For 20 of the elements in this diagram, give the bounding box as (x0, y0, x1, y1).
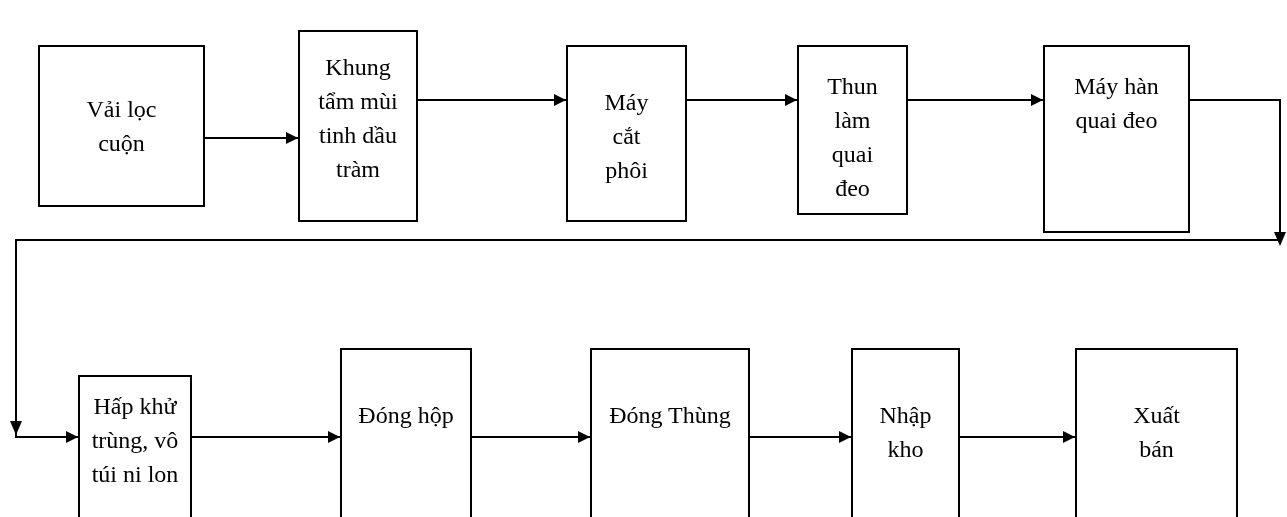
step-label: Máy hàn quai đeo (1073, 72, 1160, 135)
step-label: Khung tẩm mùi tinh dầu tràm (317, 53, 399, 184)
process-box (566, 45, 687, 222)
step-label: Xuất bán (1132, 401, 1181, 464)
process-box (851, 348, 960, 517)
process-box (340, 348, 472, 517)
step-label: Máy cắt phôi (603, 88, 650, 185)
process-box (298, 30, 418, 222)
step-label: Hấp khử trùng, vô túi ni lon (90, 392, 180, 489)
process-box (797, 45, 908, 215)
step-label: Nhập kho (878, 401, 933, 464)
step-label: Đóng Thùng (608, 401, 732, 430)
step-label: Vải lọc cuộn (85, 95, 158, 158)
step-label: Đóng hộp (357, 401, 455, 430)
process-box (78, 375, 192, 517)
process-box (590, 348, 750, 517)
step-label: Thun làm quai đeo (826, 72, 879, 203)
process-box (38, 45, 205, 207)
process-box (1075, 348, 1238, 517)
process-box (1043, 45, 1190, 233)
